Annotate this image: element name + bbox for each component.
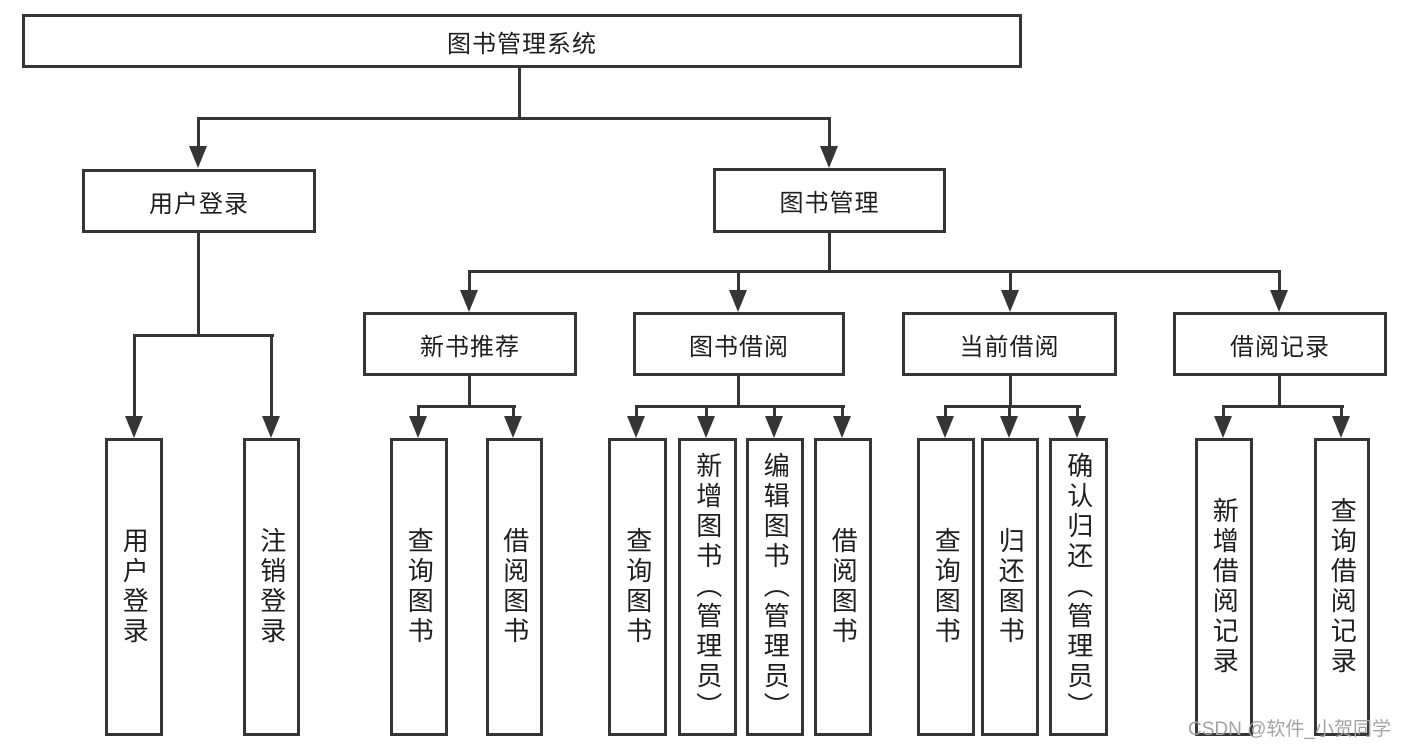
node-library-management-system: 图书管理系统: [22, 14, 1022, 68]
node-label: 图书管理: [779, 190, 880, 217]
node-label: 借阅图书: [828, 527, 859, 647]
node-label: 新增借阅记录: [1209, 497, 1240, 677]
node-label: 注销登录: [256, 527, 287, 647]
arrowhead-leaf: [409, 416, 427, 438]
edge-leaf-stem: [512, 405, 515, 417]
csdn-watermark: CSDN @软件_小贺同学: [1188, 719, 1391, 740]
arrowhead-leaf: [1068, 416, 1086, 438]
node-label: 图书借阅: [689, 333, 789, 361]
edge-book-borrow-split: [635, 405, 845, 408]
node-label: 图书管理系统: [447, 30, 597, 58]
leaf-user-login: 用户登录: [105, 438, 163, 736]
arrowhead-leaf: [765, 416, 783, 438]
node-label: 当前借阅: [959, 333, 1060, 361]
arrowhead-leaf: [1214, 416, 1232, 438]
edge-user-login-split: [133, 334, 274, 337]
edge-leaf-stem: [1008, 405, 1011, 417]
edge-to-borrow-records: [1278, 270, 1281, 292]
edge-leaf-stem: [841, 405, 844, 417]
edge-book-borrow-stem: [737, 376, 740, 407]
edge-leaf-stem: [1222, 405, 1225, 417]
leaf-query-borrow-record: 查询借阅记录: [1314, 438, 1370, 736]
node-label: 借阅图书: [499, 527, 530, 647]
edge-leaf-stem: [635, 405, 638, 417]
leaf-add-books-admin: 新增图书（管理员）: [678, 438, 737, 736]
node-label: 查询图书: [622, 527, 653, 647]
node-current-borrowing: 当前借阅: [902, 312, 1117, 376]
node-book-management: 图书管理: [713, 168, 946, 233]
edge-book-mgmt-split: [468, 270, 1281, 273]
edge-leaf-stem: [944, 405, 947, 417]
leaf-query-books-current: 查询图书: [917, 438, 975, 736]
node-label: 编辑图书（管理员）: [760, 452, 791, 722]
node-label: 归还图书: [995, 527, 1026, 647]
arrowhead-user-login: [189, 146, 207, 168]
leaf-query-books-recommend: 查询图书: [390, 438, 448, 736]
node-label: 查询图书: [404, 527, 435, 647]
edge-to-book-borrow: [737, 270, 740, 292]
edge-to-current-borrow: [1009, 270, 1012, 292]
arrowhead-leaf: [504, 416, 522, 438]
edge-to-leaf-user-login: [133, 334, 136, 417]
arrowhead-book-mgmt: [820, 146, 838, 168]
arrowhead-leaf: [1000, 416, 1018, 438]
edge-leaf-stem: [773, 405, 776, 417]
node-label: 新书推荐: [420, 333, 520, 361]
arrowhead-leaf-logout: [262, 416, 280, 438]
edge-leaf-stem: [1340, 405, 1343, 417]
node-book-borrowing: 图书借阅: [633, 312, 845, 376]
edge-to-leaf-logout: [270, 334, 273, 417]
edge-to-book-mgmt: [828, 117, 831, 148]
node-label: 用户登录: [119, 527, 150, 647]
edge-borrow-records-stem: [1278, 376, 1281, 407]
arrowhead-current-borrow: [1001, 290, 1019, 312]
leaf-borrow-books-recommend: 借阅图书: [486, 438, 543, 736]
node-borrowing-records: 借阅记录: [1173, 312, 1387, 376]
node-new-book-recommend: 新书推荐: [363, 312, 577, 376]
edge-current-borrow-split: [944, 405, 1081, 408]
edge-user-login-stem: [197, 233, 200, 336]
node-label: 确认归还（管理员）: [1063, 452, 1094, 722]
leaf-logout: 注销登录: [243, 438, 300, 736]
edge-book-mgmt-stem: [828, 233, 831, 272]
leaf-borrow-books: 借阅图书: [814, 438, 872, 736]
arrowhead-leaf-user-login: [125, 416, 143, 438]
leaf-confirm-return-admin: 确认归还（管理员）: [1049, 438, 1108, 736]
edge-to-new-book-rec: [468, 270, 471, 292]
edge-to-user-login: [197, 117, 200, 148]
arrowhead-leaf: [697, 416, 715, 438]
edge-leaf-stem: [417, 405, 420, 417]
edge-borrow-records-split: [1222, 405, 1344, 408]
arrowhead-book-borrow: [729, 290, 747, 312]
arrowhead-leaf: [1332, 416, 1350, 438]
arrowhead-new-book-rec: [460, 290, 478, 312]
leaf-query-books-borrowing: 查询图书: [608, 438, 667, 736]
edge-new-book-rec-stem: [468, 376, 471, 407]
leaf-add-borrow-record: 新增借阅记录: [1195, 438, 1253, 736]
node-label: 查询图书: [931, 527, 962, 647]
edge-new-book-rec-split: [417, 405, 516, 408]
node-label: 借阅记录: [1230, 333, 1330, 361]
node-label: 新增图书（管理员）: [692, 452, 723, 722]
leaf-return-books: 归还图书: [981, 438, 1039, 736]
node-label: 查询借阅记录: [1327, 497, 1358, 677]
edge-leaf-stem: [1076, 405, 1079, 417]
edge-leaf-stem: [705, 405, 708, 417]
leaf-edit-books-admin: 编辑图书（管理员）: [746, 438, 804, 736]
edge-current-borrow-stem: [1009, 376, 1012, 407]
arrowhead-leaf: [627, 416, 645, 438]
arrowhead-leaf: [833, 416, 851, 438]
arrowhead-borrow-records: [1270, 290, 1288, 312]
edge-root-stem: [518, 68, 521, 119]
node-label: 用户登录: [149, 190, 249, 218]
arrowhead-leaf: [936, 416, 954, 438]
node-user-login: 用户登录: [82, 169, 316, 233]
edge-root-split: [197, 117, 831, 120]
